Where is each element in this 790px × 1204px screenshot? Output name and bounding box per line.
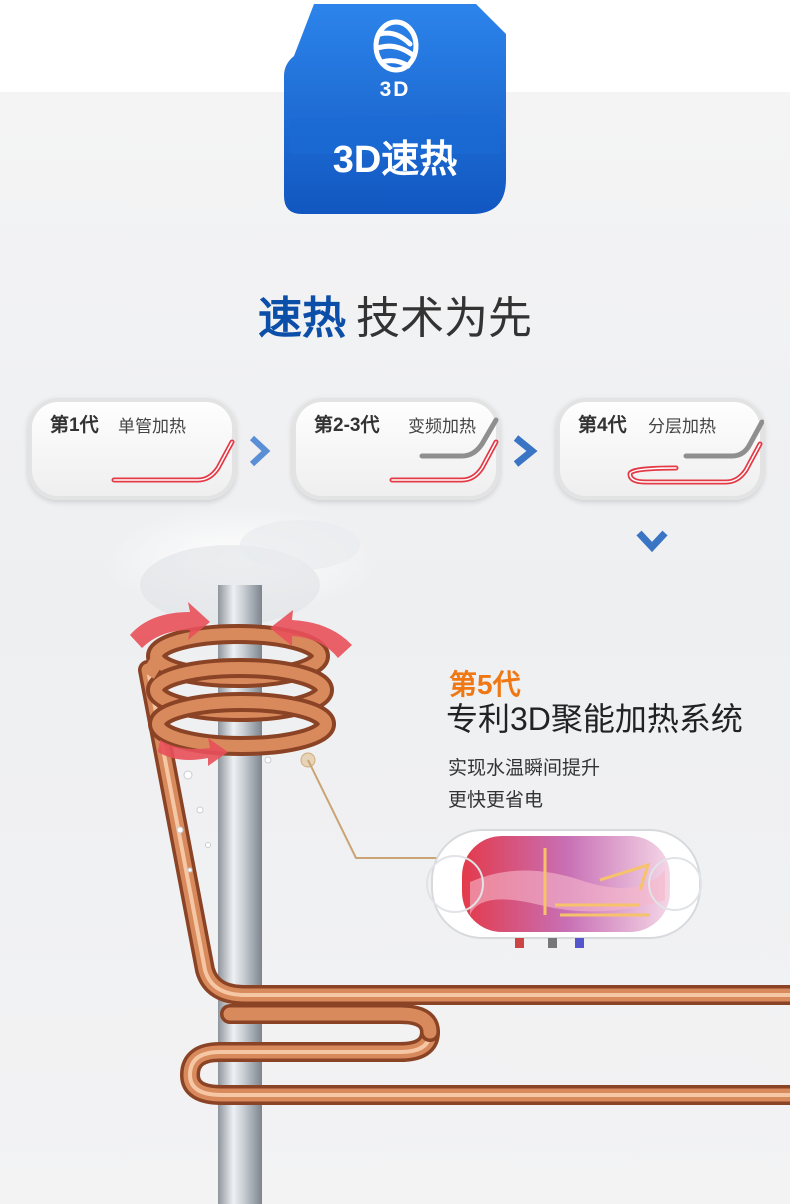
bubbles <box>176 756 272 873</box>
generation-desc: 变频加热 <box>408 417 476 436</box>
page-headline: 速热技术为先 <box>0 282 790 346</box>
generation-card-3: 第4代 分层加热 <box>556 398 764 500</box>
chevron-down-icon <box>636 530 668 553</box>
chevron-right-icon <box>513 435 538 467</box>
generation-title: 第2-3代 <box>314 415 380 436</box>
3d-logo-icon <box>373 19 419 73</box>
generation-title: 第4代 <box>578 415 627 436</box>
heat-arrows <box>130 602 352 766</box>
feature-line-1: 实现水温瞬间提升 <box>448 758 601 779</box>
headline-rest: 技术为先 <box>356 294 532 343</box>
generation-card-2: 第2-3代 变频加热 <box>292 398 500 500</box>
layered-tube-icon <box>627 419 764 485</box>
feature-line-2: 更快更省电 <box>448 790 544 811</box>
badge-title: 3D速热 <box>332 139 458 181</box>
feature-title: 专利3D聚能加热系统 <box>446 701 743 737</box>
headline-emphasis: 速热 <box>258 294 346 343</box>
copper-pipe <box>138 660 790 1105</box>
generation-card-1: 第1代 单管加热 <box>28 398 236 500</box>
water-heater-tank <box>426 829 702 948</box>
badge-icon-text: 3D <box>379 78 411 101</box>
copper-coil <box>142 624 336 756</box>
variable-frequency-tube-icon <box>389 417 499 483</box>
3d-speed-heat-badge: 3D 3D速热 <box>284 4 506 214</box>
single-tube-icon <box>111 439 235 483</box>
chevron-right-icon <box>249 435 271 467</box>
generation-desc: 单管加热 <box>118 417 186 436</box>
generation-title: 第1代 <box>50 415 99 436</box>
callout-line <box>307 759 448 859</box>
generation-desc: 分层加热 <box>648 417 716 436</box>
feature-generation: 第5代 <box>449 669 521 700</box>
